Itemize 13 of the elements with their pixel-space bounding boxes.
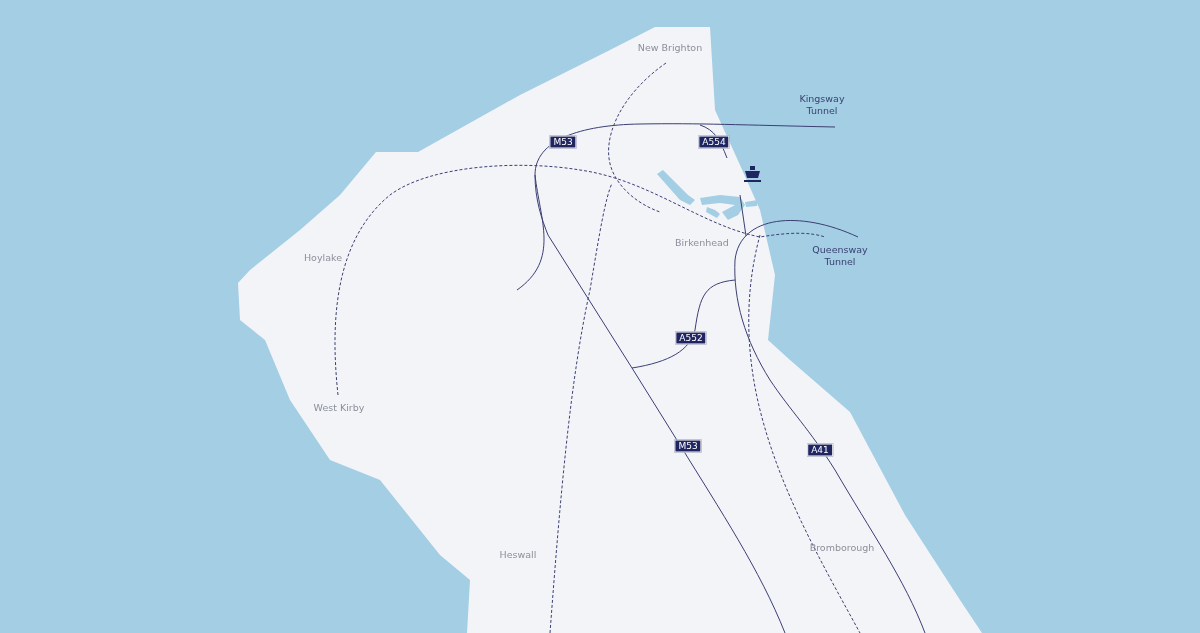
road-number-sign: A554 [698,135,730,149]
road-number-sign: M53 [549,135,577,149]
place-name: Hoylake [304,252,342,264]
place-name: West Kirby [313,402,365,414]
road-number-sign: M53 [674,439,702,453]
place-name: Bromborough [809,542,875,554]
place-name: New Brighton [637,42,703,54]
place-name: Birkenhead [675,237,729,249]
place-name: Heswall [499,549,537,561]
road-number-sign: A41 [807,443,833,457]
tunnel-name: Kingsway Tunnel [798,93,846,117]
road-number-sign: A552 [675,331,707,345]
tunnel-name: Queensway Tunnel [811,244,869,268]
